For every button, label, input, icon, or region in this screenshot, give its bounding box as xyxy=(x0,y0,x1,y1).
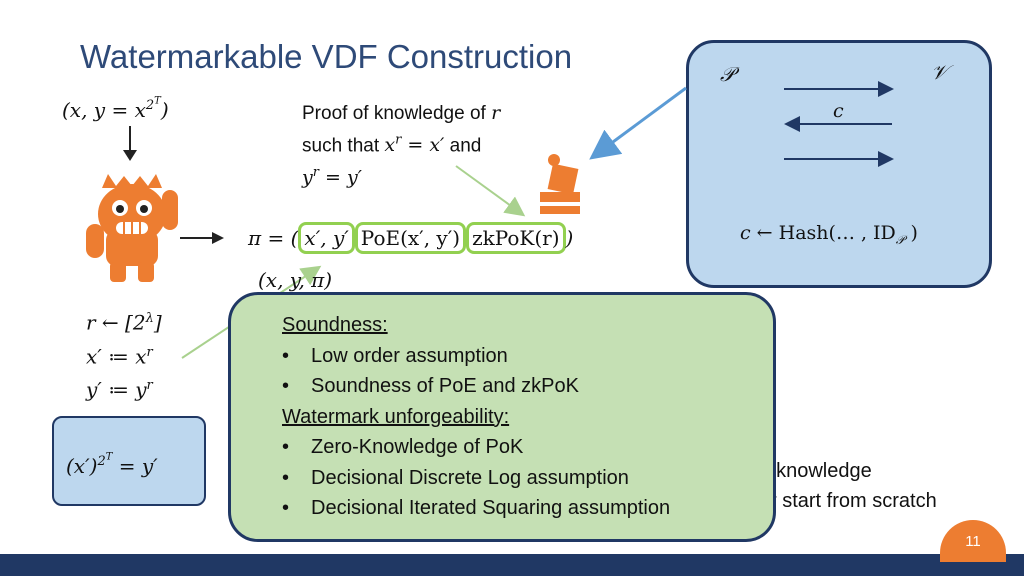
step-y-prime: y′ ≔ yr xyxy=(86,371,162,405)
watermark-item: Decisional Iterated Squaring assumption xyxy=(282,493,670,524)
relation-text: (x′)2T = y′ xyxy=(66,452,158,478)
soundness-heading: Soundness: xyxy=(282,310,670,341)
pointer-arrow-icon xyxy=(594,88,686,156)
proof-tuple: π = (x′, y′PoE(x′, y′)zkPoK(r)) xyxy=(248,226,573,250)
step-sample-r: r ← [2λ] xyxy=(86,304,162,338)
proof-part-zkpok: zkPoK(r) xyxy=(466,222,565,254)
security-content: Soundness: Low order assumption Soundnes… xyxy=(282,310,670,524)
output-tuple: (x, y, π) xyxy=(258,268,332,292)
watermark-heading: Watermark unforgeability: xyxy=(282,402,670,433)
proof-part-poe: PoE(x′, y′) xyxy=(355,222,466,254)
footer-bar xyxy=(0,554,1024,576)
proof-suffix: ) xyxy=(566,226,574,250)
watermark-item: Zero-Knowledge of PoK xyxy=(282,432,670,463)
step-x-prime: x′ ≔ xr xyxy=(86,338,162,372)
partially-hidden-text-1: f knowledge xyxy=(765,460,872,483)
soundness-item: Low order assumption xyxy=(282,341,670,372)
pointer-arrow-icon xyxy=(456,166,522,214)
watermark-item: Decisional Discrete Log assumption xyxy=(282,463,670,494)
proof-prefix: π = ( xyxy=(248,226,298,250)
partially-hidden-text-2: r start from scratch xyxy=(770,490,937,513)
soundness-item: Soundness of PoE and zkPoK xyxy=(282,371,670,402)
proof-part-xy: x′, y′ xyxy=(298,222,354,254)
watermark-steps: r ← [2λ] x′ ≔ xr y′ ≔ yr xyxy=(86,304,162,405)
